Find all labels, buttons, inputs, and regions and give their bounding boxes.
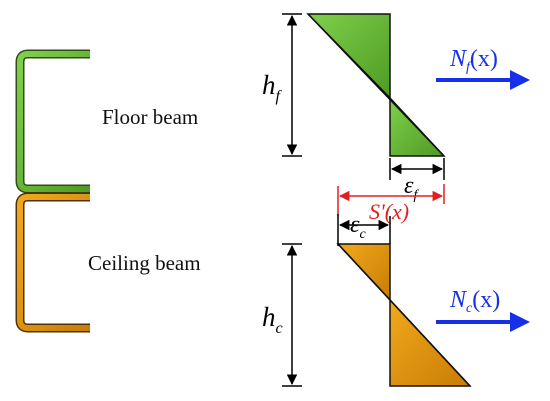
floor-force-label: Nf(x) bbox=[449, 46, 498, 75]
ceiling-height-dimension bbox=[282, 243, 302, 387]
floor-beam-section bbox=[15, 49, 90, 194]
floor-height-dimension bbox=[282, 13, 302, 157]
ceiling-beam-fill bbox=[17, 194, 90, 331]
ceiling-height-label: hc bbox=[262, 302, 283, 337]
slip-label: S'(x) bbox=[369, 199, 409, 224]
ceiling-strain-label: εc bbox=[350, 212, 366, 242]
ceiling-beam-section bbox=[15, 192, 90, 333]
floor-beam-label: Floor beam bbox=[102, 105, 198, 129]
floor-strain-diagram bbox=[306, 13, 446, 157]
ceiling-strain-diagram bbox=[336, 243, 472, 387]
ceiling-beam-label: Ceiling beam bbox=[88, 251, 201, 275]
floor-height-label: hf bbox=[262, 70, 283, 105]
ceiling-strain-dimension bbox=[337, 214, 391, 246]
floor-beam-fill bbox=[17, 51, 90, 192]
slip-dimension bbox=[337, 184, 445, 216]
floor-strain-dimension bbox=[389, 158, 445, 180]
ceiling-force-label: Nc(x) bbox=[449, 287, 500, 316]
